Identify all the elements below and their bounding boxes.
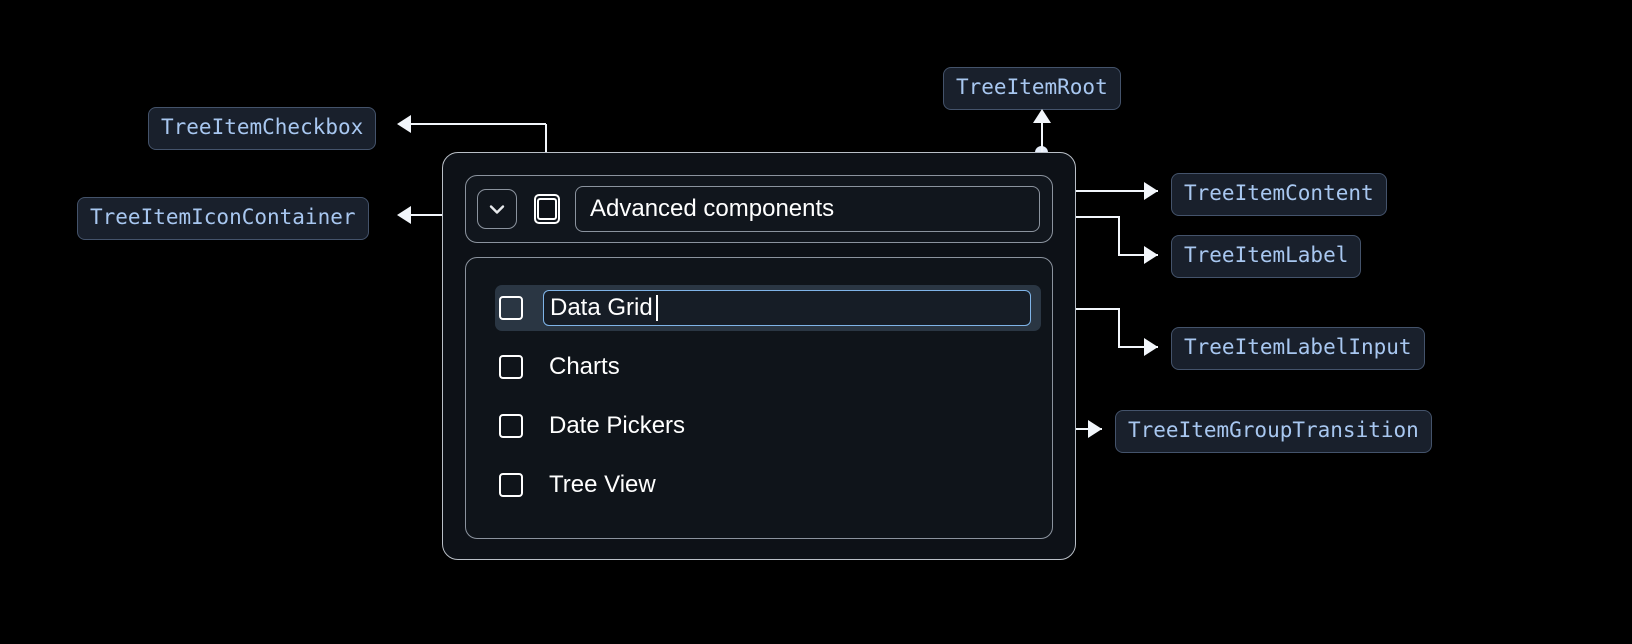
tree-item-checkbox[interactable] [531,191,563,227]
connector-arrow-group-transition [1088,420,1102,438]
connector-arrow-label [1144,246,1158,264]
connector-root-vertical [1041,122,1043,152]
text-caret [655,295,658,321]
chevron-down-icon [485,197,509,221]
annotation-chip-tree-item-label: TreeItemLabel [1171,235,1362,278]
tree-item-content[interactable]: Advanced components [465,175,1053,243]
connector-label-horizontal-2 [1118,254,1158,256]
connector-arrow-label-input [1144,338,1158,356]
annotation-chip-tree-item-checkbox: TreeItemCheckbox [148,107,377,150]
tree-item-icon-container[interactable] [477,189,517,229]
tree-item-group-transition: Data Grid Charts Date Pickers Tree View [465,257,1053,539]
label-input-value: Data Grid [550,294,653,321]
connector-arrow-checkbox [397,115,411,133]
connector-label-vertical [1118,216,1120,256]
tree-item-checkbox[interactable] [499,414,523,438]
connector-arrow-content [1144,182,1158,200]
connector-arrow-root [1033,109,1051,123]
annotation-chip-tree-item-group-transition: TreeItemGroupTransition [1115,410,1432,453]
connector-group-transition-horizontal [1052,428,1102,430]
tree-item-editing-row[interactable]: Data Grid [495,285,1041,331]
annotation-chip-tree-item-icon-container: TreeItemIconContainer [77,197,369,240]
tree-item-label: Date Pickers [549,412,686,439]
connector-checkbox-horizontal [411,123,546,125]
connector-content-horizontal [1054,190,1158,192]
tree-item-checkbox[interactable] [499,296,523,320]
tree-item-checkbox[interactable] [499,473,523,497]
tree-item-checkbox[interactable] [499,355,523,379]
annotation-chip-tree-item-root: TreeItemRoot [943,67,1121,110]
connector-label-input-horizontal-1 [1042,308,1120,310]
tree-item-label: Tree View [549,471,656,498]
connector-label-input-vertical [1118,308,1120,348]
connector-label-input-horizontal-2 [1118,346,1158,348]
checkbox-unchecked-icon [534,194,560,224]
annotation-chip-tree-item-content: TreeItemContent [1171,173,1387,216]
tree-item-label-input[interactable]: Data Grid [543,290,1031,326]
connector-arrow-icon-container [397,206,411,224]
tree-item-root[interactable]: Advanced components Data Grid Charts Dat… [442,152,1076,560]
tree-item-row[interactable]: Charts [495,344,620,390]
annotation-chip-tree-item-label-input: TreeItemLabelInput [1171,327,1425,370]
tree-item-row[interactable]: Date Pickers [495,403,685,449]
tree-item-label: Charts [549,353,620,380]
connector-label-horizontal-1 [1042,216,1120,218]
tree-item-label[interactable]: Advanced components [575,186,1040,232]
tree-item-row[interactable]: Tree View [495,462,656,508]
